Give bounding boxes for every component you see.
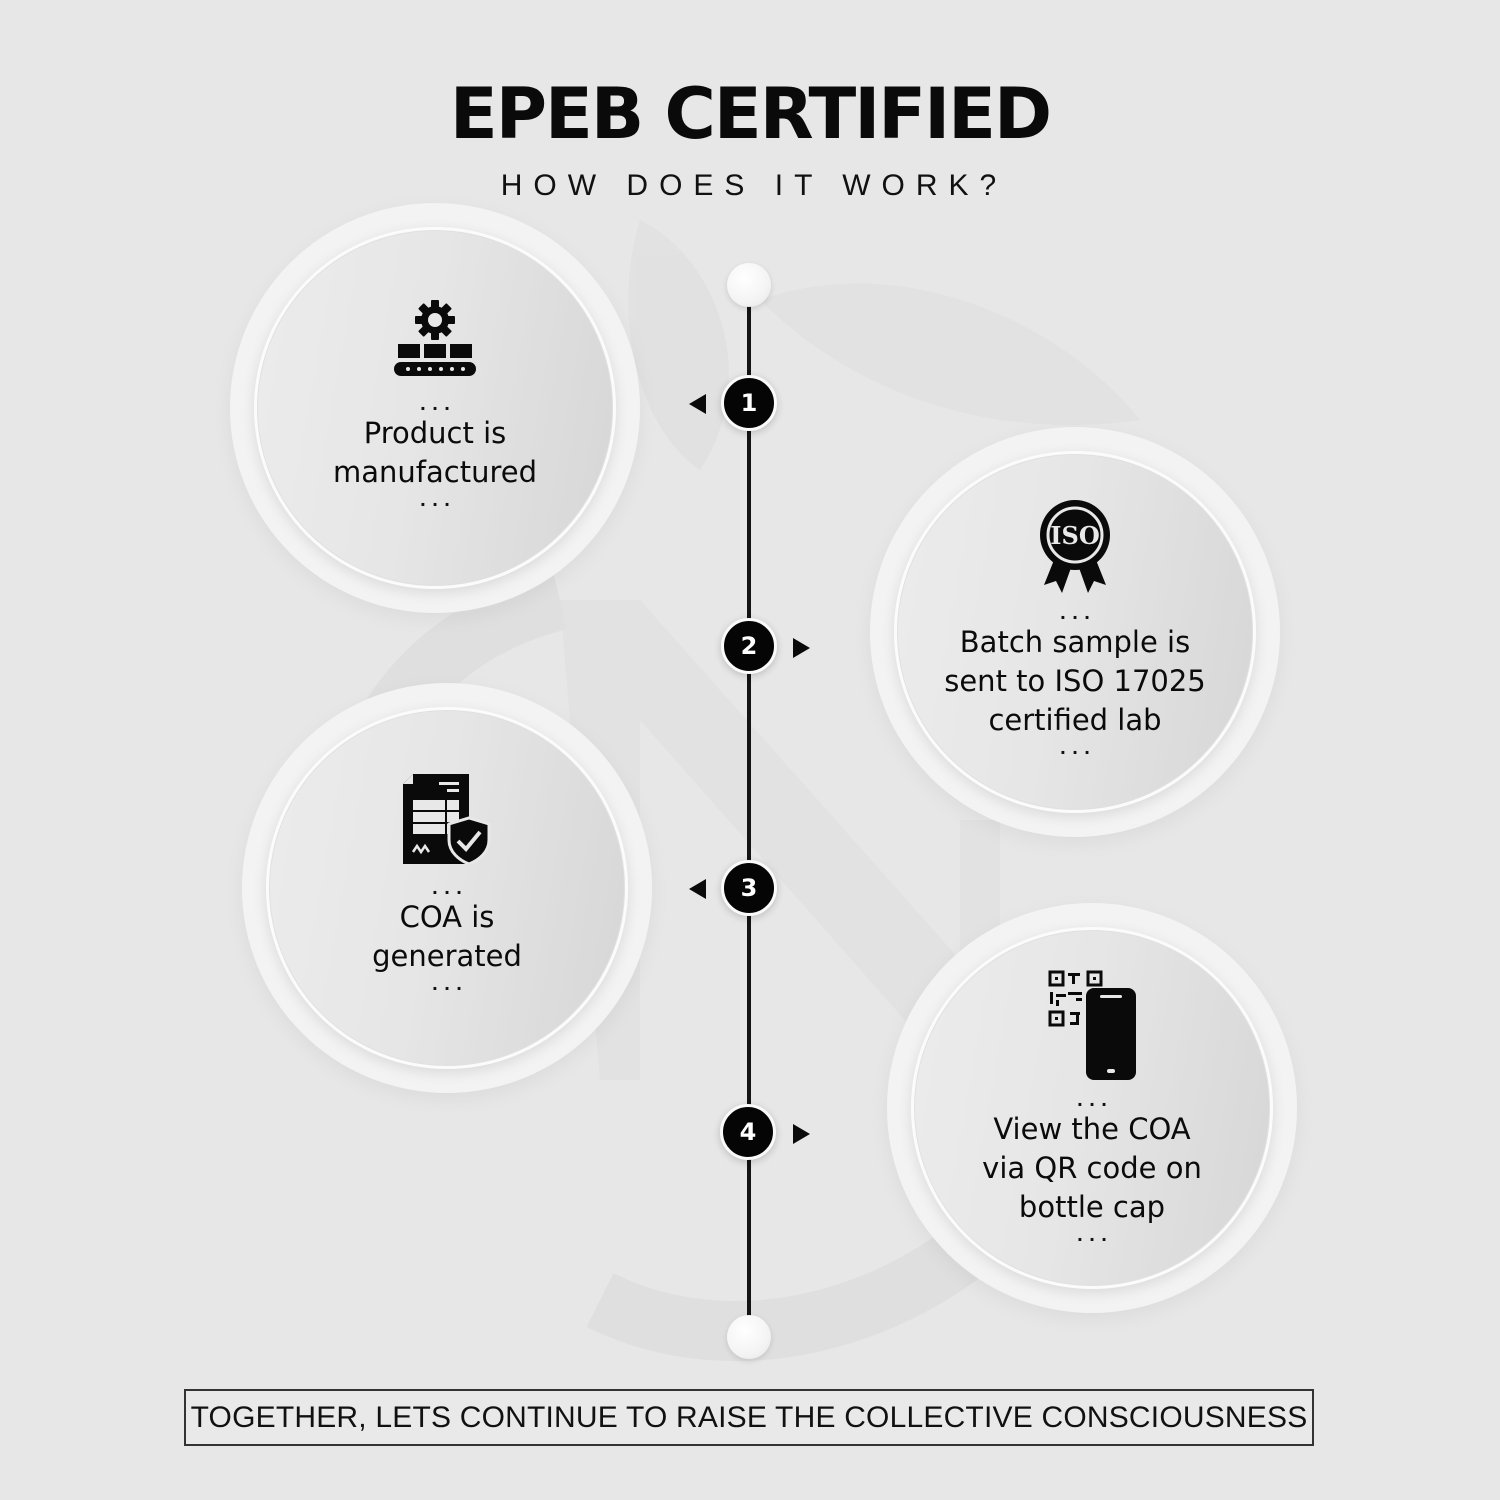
dots-divider: ... (431, 879, 469, 898)
dots-divider: ... (1059, 603, 1097, 623)
timeline-line (747, 300, 751, 1320)
dots-divider: ... (419, 491, 457, 510)
dots-divider: ... (1076, 1090, 1114, 1110)
step-4-text: View the COA via QR code on bottle cap (982, 1111, 1202, 1224)
step-marker-1: 1 (721, 375, 777, 431)
qr-code-phone-icon (1048, 970, 1136, 1080)
dots-divider: ... (1059, 738, 1097, 758)
step-card-1: ... Product is manufactured ... (230, 203, 640, 613)
page-subtitle: HOW DOES IT WORK? (500, 169, 1008, 202)
step-marker-2: 2 (721, 618, 777, 674)
step-card-3: ... COA is generated ... (242, 683, 652, 1093)
step-card-3-inner: ... COA is generated ... (266, 707, 628, 1069)
dots-divider: ... (431, 975, 469, 994)
footer-tagline: TOGETHER, LETS CONTINUE TO RAISE THE COL… (190, 1400, 1308, 1434)
dots-divider: ... (1076, 1225, 1114, 1245)
certified-document-shield-icon (403, 774, 491, 864)
conveyor-gear-icon (394, 300, 476, 376)
step-2-text: Batch sample is sent to ISO 17025 certif… (944, 624, 1206, 737)
timeline-start-cap (727, 263, 771, 307)
step-1-text: Product is manufactured (333, 416, 537, 489)
arrow-left-icon (689, 394, 706, 414)
arrow-right-icon (793, 1124, 810, 1144)
dots-divider: ... (419, 395, 457, 414)
timeline-end-cap (727, 1315, 771, 1359)
step-card-4-inner: ... View the COA via QR code on bottle c… (911, 927, 1273, 1289)
step-marker-3: 3 (721, 860, 777, 916)
step-card-4: ... View the COA via QR code on bottle c… (887, 903, 1297, 1313)
footer-tagline-box: TOGETHER, LETS CONTINUE TO RAISE THE COL… (184, 1389, 1314, 1446)
page-title: EPEB CERTIFIED (449, 73, 1052, 155)
iso-badge-icon: ISO (1040, 499, 1110, 593)
step-card-1-inner: ... Product is manufactured ... (254, 227, 616, 589)
svg-text:ISO: ISO (1050, 521, 1099, 550)
arrow-left-icon (689, 879, 706, 899)
step-marker-4: 4 (720, 1104, 776, 1160)
step-3-text: COA is generated (372, 900, 522, 973)
step-card-2: ISO ... Batch sample is sent to ISO 1702… (870, 427, 1280, 837)
arrow-right-icon (793, 638, 810, 658)
step-card-2-inner: ISO ... Batch sample is sent to ISO 1702… (894, 451, 1256, 813)
